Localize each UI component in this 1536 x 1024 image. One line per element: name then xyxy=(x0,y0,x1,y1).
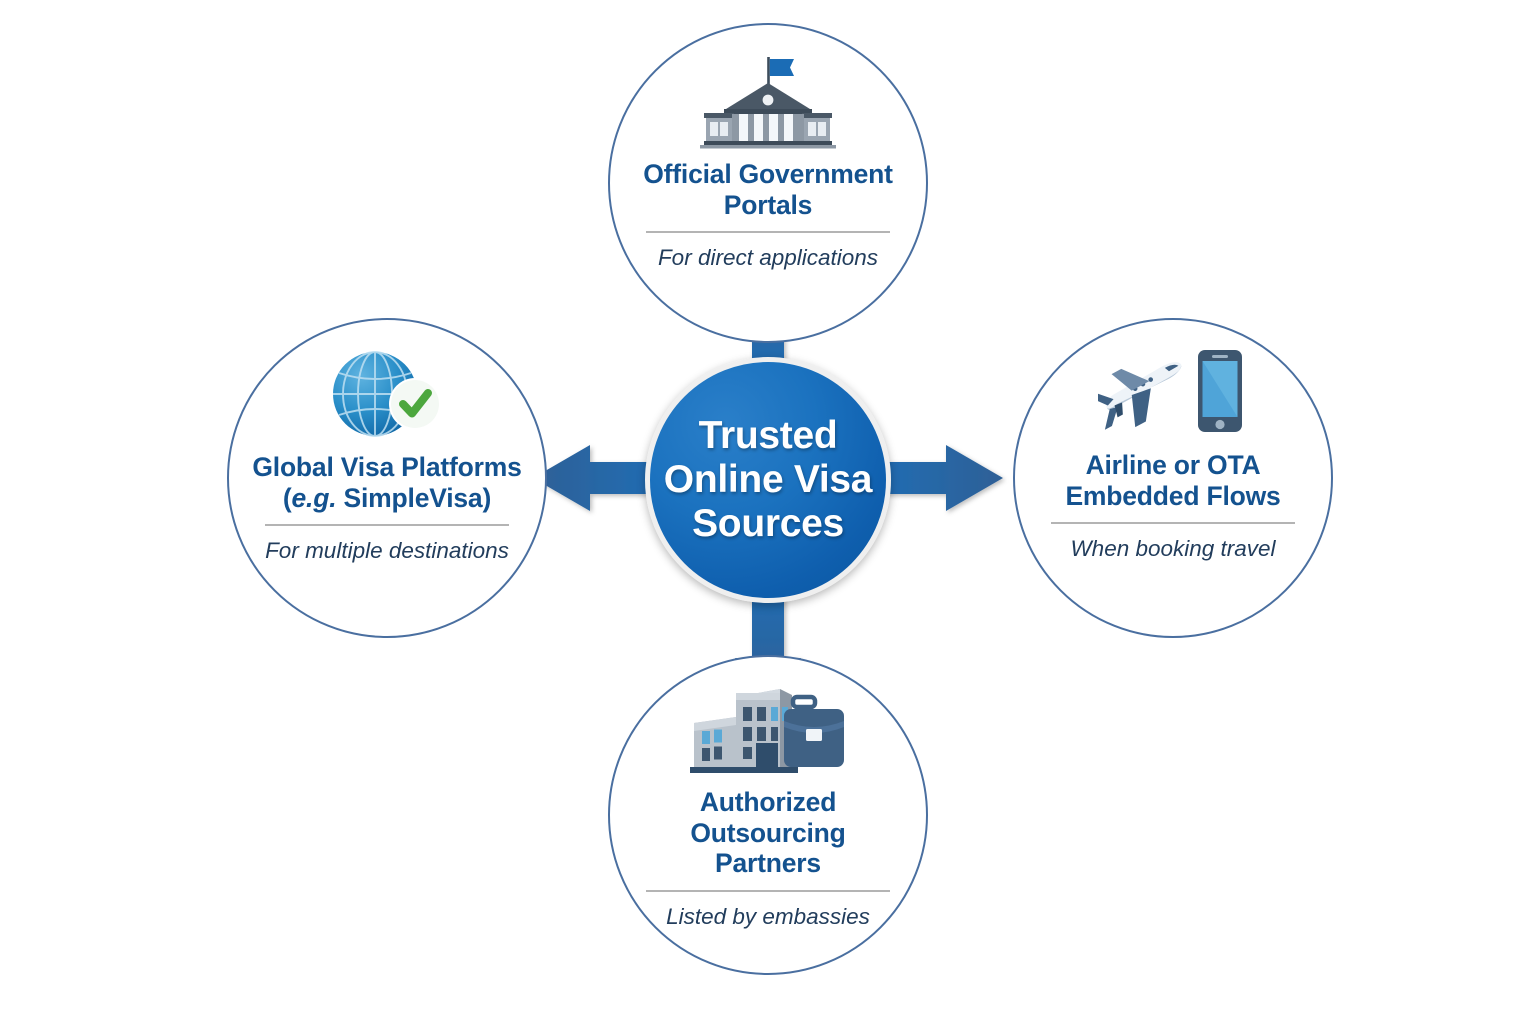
node-title-line-1: Global Visa Platforms xyxy=(252,452,522,482)
arrow-down xyxy=(735,540,801,693)
node-divider xyxy=(646,231,890,233)
government-building-icon xyxy=(698,53,838,149)
node-title: Official Government Portals xyxy=(633,159,903,220)
node-title-line-1: Airline or OTA xyxy=(1085,450,1261,480)
node-official-government-portals[interactable]: Official Government Portals For direct a… xyxy=(608,23,928,343)
arrow-up xyxy=(735,267,801,420)
node-divider xyxy=(1051,522,1295,524)
node-authorized-outsourcing-partners[interactable]: Authorized Outsourcing Partners Listed b… xyxy=(608,655,928,975)
node-subtitle: Listed by embassies xyxy=(666,903,870,929)
airplane-phone-icon xyxy=(1098,344,1248,440)
hub-label-line-1: Trusted xyxy=(698,413,838,457)
node-title: Authorized Outsourcing Partners xyxy=(633,787,903,879)
node-subtitle: When booking travel xyxy=(1070,535,1276,561)
node-subtitle: For multiple destinations xyxy=(265,537,509,563)
arrow-left xyxy=(533,445,708,511)
arrow-right xyxy=(828,445,1003,511)
node-global-visa-platforms[interactable]: Global Visa Platforms (e.g. SimpleVisa) … xyxy=(227,318,547,638)
node-airline-or-ota-embedded-flows[interactable]: Airline or OTA Embedded Flows When booki… xyxy=(1013,318,1333,638)
node-subtitle: For direct applications xyxy=(657,244,879,270)
office-briefcase-icon xyxy=(688,681,848,777)
hub-label-line-2: Online Visa xyxy=(663,457,873,501)
globe-check-icon xyxy=(328,346,446,442)
node-title-line-1: Authorized Outsourcing xyxy=(690,787,846,848)
node-title-line-2-italic: e.g. xyxy=(291,482,337,513)
node-title-line-2-rest: SimpleVisa) xyxy=(336,482,492,513)
node-title-line-2: Embedded Flows xyxy=(1065,480,1281,511)
hub-label: Trusted Online Visa Sources xyxy=(656,414,880,546)
node-divider xyxy=(265,524,509,526)
node-title: Airline or OTA Embedded Flows xyxy=(1038,450,1308,511)
node-divider xyxy=(646,890,890,892)
node-title-line-2: Portals xyxy=(723,189,813,220)
hub-label-line-3: Sources xyxy=(692,502,844,546)
node-title-line-2-prefix: ( xyxy=(282,482,292,513)
node-title-line-2: Partners xyxy=(715,848,821,879)
hub-circle[interactable]: Trusted Online Visa Sources xyxy=(645,357,891,603)
node-title: Global Visa Platforms (e.g. SimpleVisa) xyxy=(252,452,522,513)
node-title-line-1: Official Government xyxy=(643,159,893,189)
